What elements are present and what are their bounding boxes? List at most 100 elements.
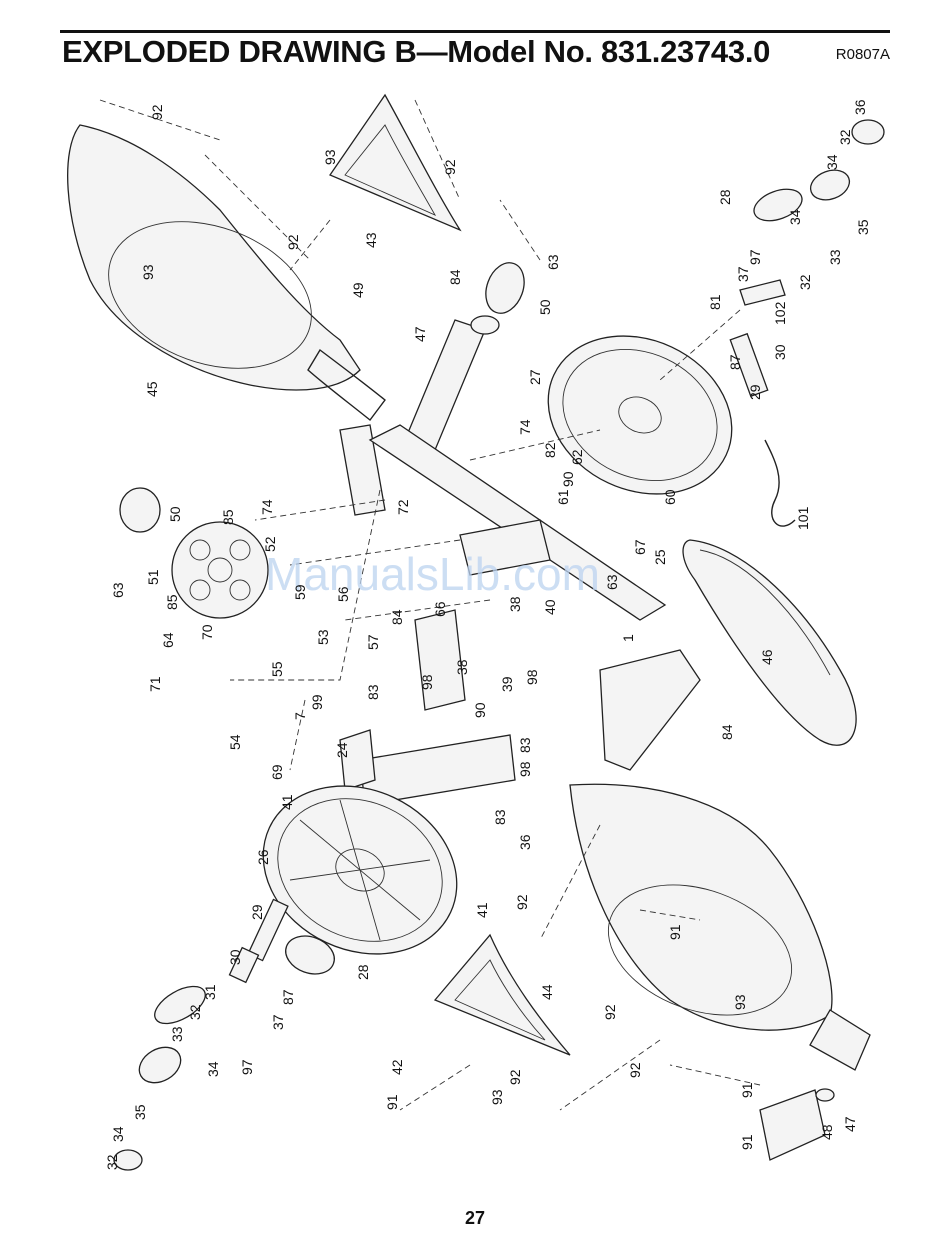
callout-label: 62 (569, 449, 585, 465)
callout-label: 57 (365, 634, 381, 650)
callout-label: 45 (144, 381, 160, 397)
callout-label: 81 (707, 294, 723, 310)
callout-label: 34 (110, 1126, 126, 1142)
callout-label: 92 (602, 1004, 618, 1020)
upright-tubes (339, 262, 525, 516)
callout-label: 71 (147, 676, 163, 692)
callout-label: 52 (262, 536, 278, 552)
lower-center-shroud (433, 933, 571, 1056)
callout-label: 92 (514, 894, 530, 910)
exploded-drawing: ManualsLib.com 92 93 92 92 93 43 45 36 3… (67, 93, 885, 1171)
callout-label: 63 (110, 582, 126, 598)
callout-label: 46 (759, 649, 775, 665)
callout-label: 74 (259, 499, 275, 515)
callout-label: 7 (292, 712, 308, 720)
callout-label: 47 (842, 1116, 858, 1132)
callout-label: 92 (149, 104, 165, 120)
callout-label: 90 (472, 702, 488, 718)
callout-label: 32 (837, 129, 853, 145)
main-frame (368, 424, 701, 771)
callout-label: 84 (389, 609, 405, 625)
callout-label: 60 (662, 489, 678, 505)
callout-label: 33 (169, 1026, 185, 1042)
callout-label: 102 (772, 301, 788, 325)
callout-label: 93 (322, 149, 338, 165)
callout-label: 92 (442, 159, 458, 175)
callout-label: 39 (499, 676, 515, 692)
callout-label: 92 (507, 1069, 523, 1085)
callout-label: 84 (719, 724, 735, 740)
callout-label: 63 (604, 574, 620, 590)
callout-label: 41 (279, 794, 295, 810)
callout-label: 37 (270, 1014, 286, 1030)
callout-label: 56 (335, 586, 351, 602)
callout-label: 87 (280, 989, 296, 1005)
flywheel-27 (547, 335, 733, 495)
callout-label: 31 (202, 984, 218, 1000)
top-rule (60, 30, 890, 33)
callout-label: 54 (227, 734, 243, 750)
callout-label: 26 (255, 849, 271, 865)
cover-48 (759, 1088, 835, 1161)
callout-label: 34 (824, 154, 840, 170)
callout-label: 87 (727, 354, 743, 370)
callout-label: 83 (365, 684, 381, 700)
callout-label: 93 (732, 994, 748, 1010)
lower-right-shroud (569, 783, 871, 1071)
callout-label: 67 (632, 539, 648, 555)
callout-label: 66 (432, 601, 448, 617)
callout-label: 50 (537, 299, 553, 315)
callout-label: 63 (545, 254, 561, 270)
right-crank-assembly (729, 119, 885, 527)
callout-label: 29 (747, 384, 763, 400)
callout-label: 97 (747, 249, 763, 265)
callout-label: 33 (827, 249, 843, 265)
callout-label: 36 (852, 99, 868, 115)
callout-label: 27 (527, 369, 543, 385)
leader-lines (99, 99, 761, 1111)
callout-label: 32 (104, 1154, 120, 1170)
callout-label: 69 (269, 764, 285, 780)
callout-label: 64 (160, 632, 176, 648)
page-title: EXPLODED DRAWING B—Model No. 831.23743.0 (62, 34, 771, 69)
callout-label: 91 (384, 1094, 400, 1110)
callout-label: 82 (542, 442, 558, 458)
callout-label: 72 (395, 499, 411, 515)
callout-label: 92 (285, 234, 301, 250)
callout-label: 90 (560, 471, 576, 487)
callout-label: 28 (355, 964, 371, 980)
belt-46 (682, 539, 857, 746)
callout-label: 91 (739, 1082, 755, 1098)
callout-label: 98 (524, 669, 540, 685)
callout-label: 35 (132, 1104, 148, 1120)
callout-label: 98 (517, 761, 533, 777)
callout-label: 91 (667, 924, 683, 940)
callout-label: 101 (795, 506, 811, 530)
callout-label: 34 (205, 1061, 221, 1077)
callout-label: 83 (517, 737, 533, 753)
callout-label: 28 (717, 189, 733, 205)
callout-label: 93 (140, 264, 156, 280)
callout-label: 99 (309, 694, 325, 710)
callout-label: 44 (539, 984, 555, 1000)
callout-label: 97 (239, 1059, 255, 1075)
callout-label: 48 (819, 1124, 835, 1140)
callout-label: 51 (145, 569, 161, 585)
callout-label: 91 (739, 1134, 755, 1150)
callout-label: 24 (334, 742, 350, 758)
callout-labels: 92 93 92 92 93 43 45 36 32 34 35 28 34 3… (104, 99, 871, 1170)
bracket-24 (339, 729, 516, 806)
callout-label: 84 (447, 269, 463, 285)
callout-label: 25 (652, 549, 668, 565)
callout-label: 59 (292, 584, 308, 600)
callout-label: 49 (350, 282, 366, 298)
callout-label: 50 (167, 506, 183, 522)
callout-label: 83 (492, 809, 508, 825)
callout-label: 30 (227, 949, 243, 965)
callout-label: 29 (249, 904, 265, 920)
callout-label: 30 (772, 344, 788, 360)
callout-label: 85 (164, 594, 180, 610)
callout-label: 74 (517, 419, 533, 435)
callout-label: 34 (787, 209, 803, 225)
callout-label: 93 (489, 1089, 505, 1105)
